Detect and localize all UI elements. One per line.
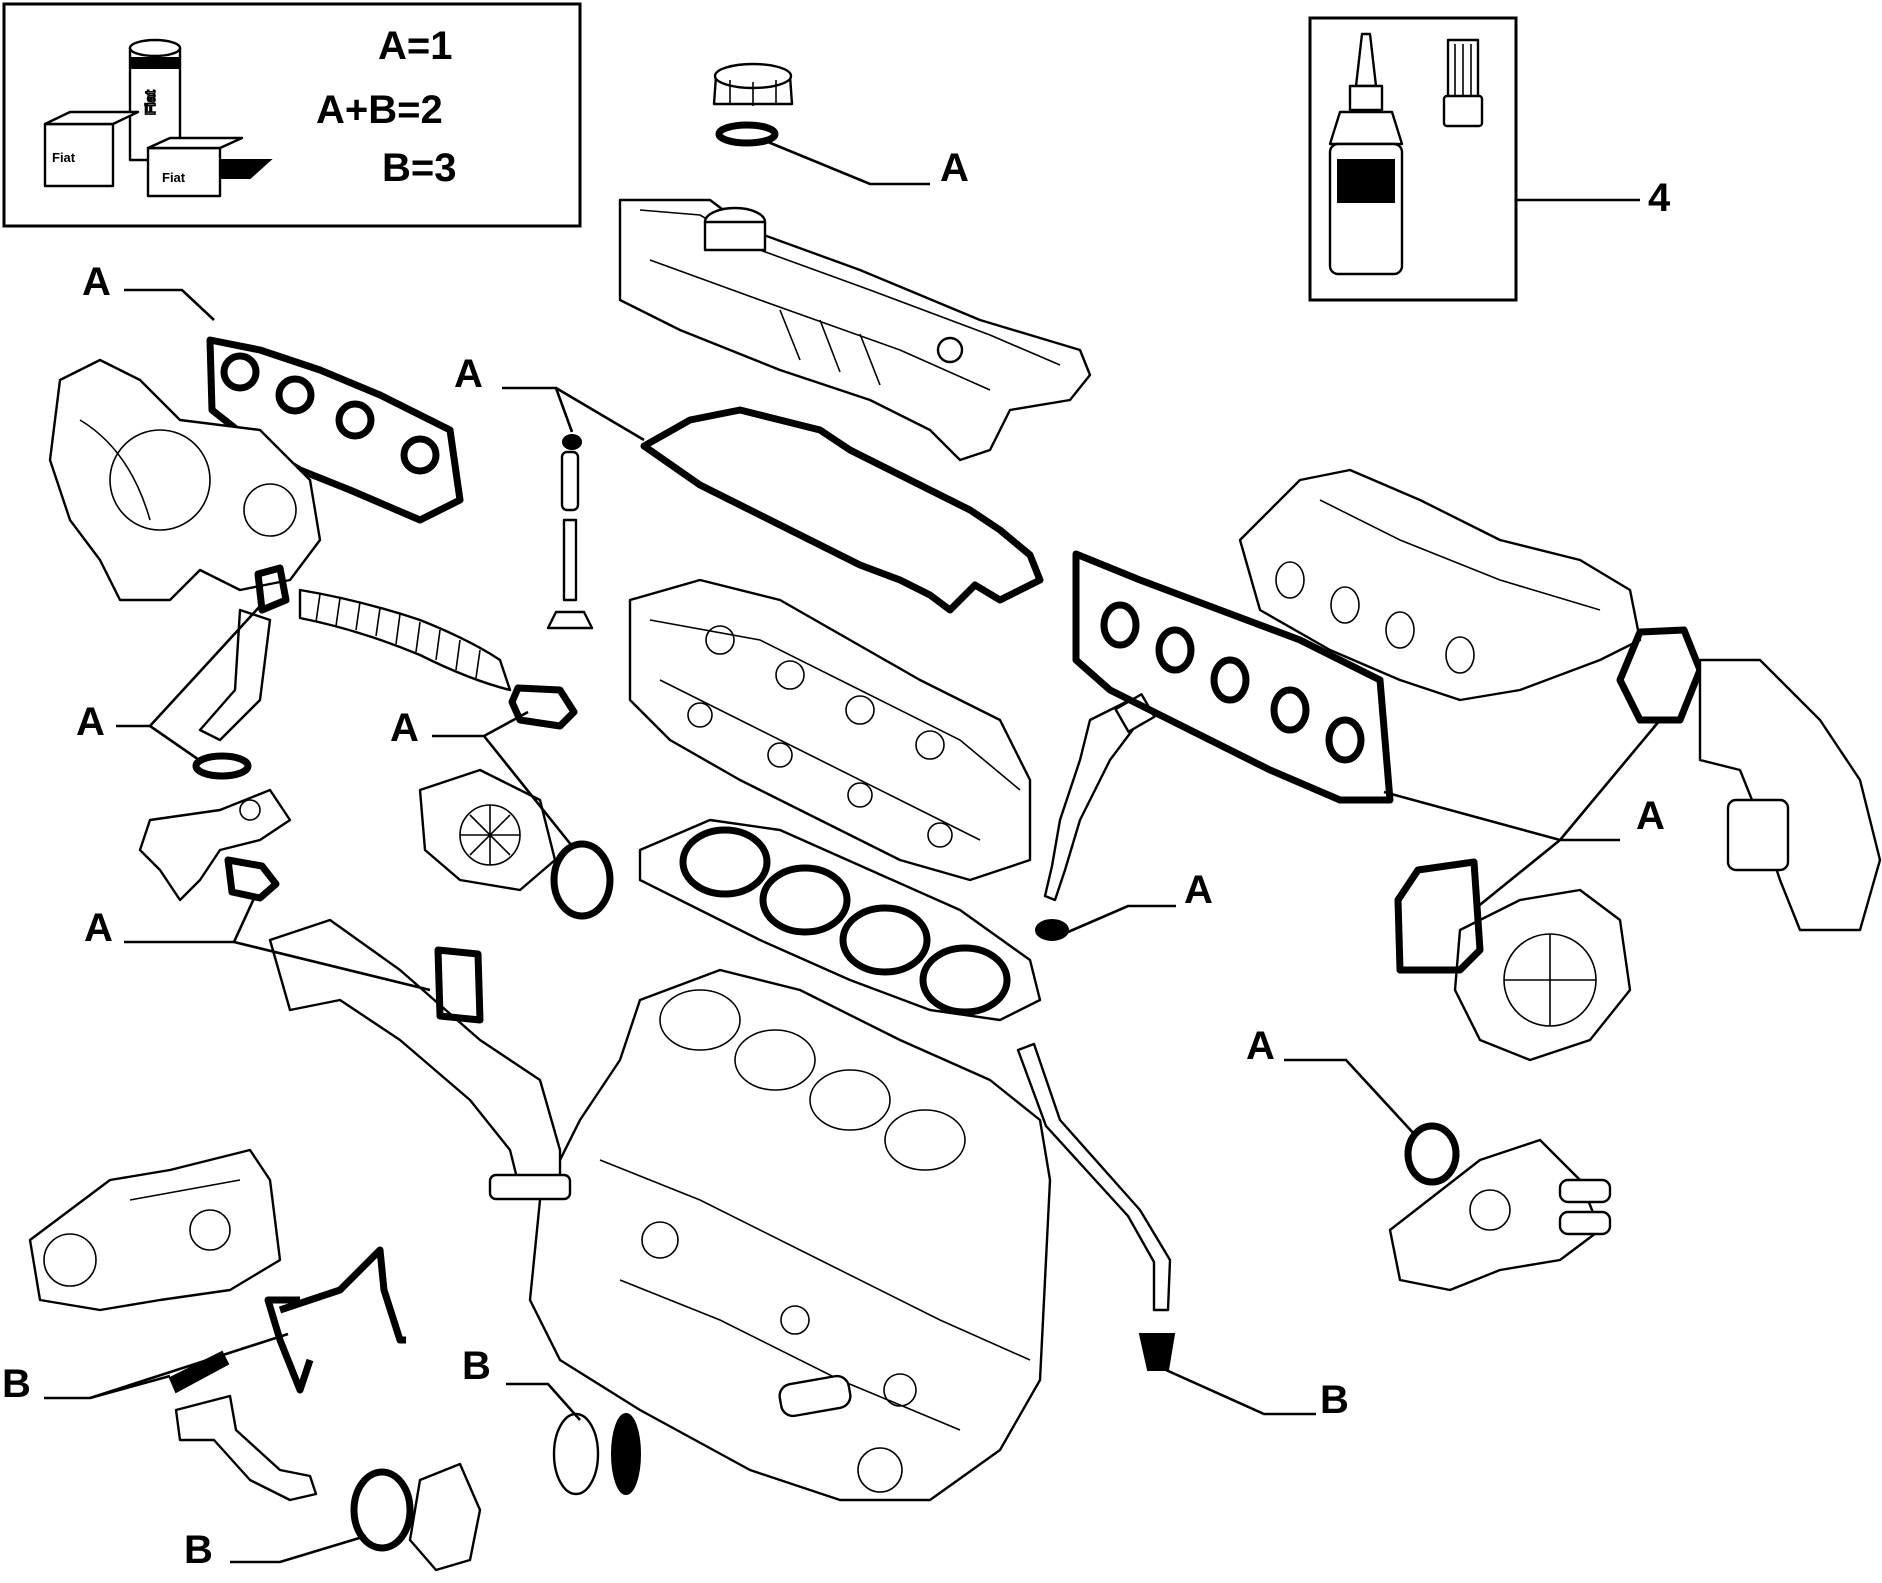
legend-line-2: A+B=2 (316, 88, 443, 132)
thermostat-o-ring (1404, 1122, 1460, 1186)
legend-line-3: B=3 (382, 146, 457, 190)
oil-pump (28, 1148, 282, 1312)
kit-icon-text-2: Fiat (52, 150, 76, 165)
egr-tube-gasket (224, 856, 280, 902)
throttle-flange-gasket (1616, 626, 1704, 724)
intake-manifold (1238, 468, 1642, 702)
callout-4-sealant: 4 (1648, 176, 1671, 220)
valve-cover (618, 198, 1092, 462)
callout-a-turbo-pipe: A (76, 700, 105, 744)
injector (1043, 693, 1156, 902)
intake-manifold-gasket (1072, 550, 1394, 804)
sealant-bottle-icon (1328, 32, 1484, 276)
callout-a-thermostat: A (1246, 1024, 1275, 1068)
legend-line-1: A=1 (378, 24, 453, 68)
turbo-pipe-flange-gasket (192, 752, 252, 780)
turbo-oil-pipe-gasket (254, 564, 290, 614)
dipstick-tube-plug (1138, 1333, 1176, 1371)
engine-block (528, 968, 1052, 1502)
oil-filler-cap (712, 62, 794, 106)
side-cover-seal (611, 1413, 641, 1495)
callout-b-sump: B (462, 1344, 491, 1388)
coolant-pipe-flange-gasket (434, 946, 484, 1024)
valve-stem-seal (562, 434, 582, 450)
crank-seal (168, 1350, 230, 1394)
injector-washer (1035, 919, 1069, 941)
egr-tube (138, 788, 292, 902)
oil-pickup-pipe (174, 1394, 318, 1502)
callout-a-intake: A (1636, 794, 1665, 838)
callout-a-injector: A (1184, 868, 1213, 912)
turbocharger (48, 358, 322, 602)
kit-icon-text-1: Fiat (142, 90, 158, 115)
cylinder-head (628, 578, 1032, 882)
oil-pump-gasket (264, 1246, 406, 1394)
dipstick-tube (1016, 1042, 1172, 1312)
water-pump (418, 768, 557, 892)
callout-a-water-pump: A (390, 706, 419, 750)
callout-a-filler-cap: A (940, 146, 969, 190)
cylinder-head-gasket (638, 818, 1042, 1022)
side-cover-plate (552, 1412, 600, 1496)
throttle-body (1453, 888, 1632, 1062)
egr-flex-hose (298, 588, 512, 692)
egr-connector-gasket (508, 684, 578, 730)
valve-cover-gasket (640, 406, 1044, 614)
rear-cover (408, 1462, 482, 1572)
callout-a-exhaust-gasket: A (82, 260, 111, 304)
intake-elbow (1698, 658, 1882, 932)
filler-cap-o-ring (715, 121, 779, 147)
throttle-body-gasket (1394, 858, 1484, 974)
callout-a-egr-pipe: A (84, 906, 113, 950)
callout-b-plug: B (1320, 1378, 1349, 1422)
kit-icon-text-3: Fiat (162, 170, 186, 185)
water-pump-o-ring (550, 840, 614, 920)
callout-a-valve: A (454, 352, 483, 396)
valve (546, 450, 594, 630)
thermostat-housing (1388, 1138, 1612, 1292)
leader-lines (44, 140, 1661, 1564)
turbo-oil-pipe (198, 608, 272, 742)
callout-b-oil-pump: B (2, 1362, 31, 1406)
coolant-pipe (268, 918, 572, 1201)
gasket-kit-icon (43, 38, 273, 198)
rear-seal-ring (350, 1468, 414, 1552)
callout-b-rear-ring: B (184, 1528, 213, 1572)
